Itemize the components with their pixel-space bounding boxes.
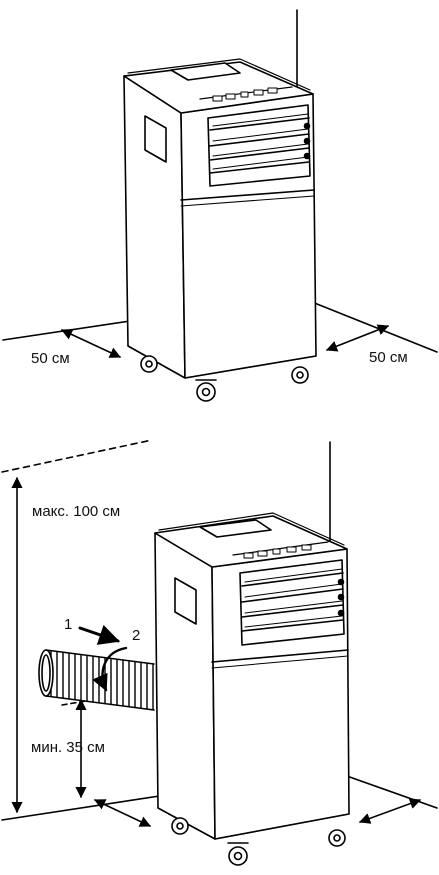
push-arrow-1 [78, 624, 120, 645]
right-floor-arrow [358, 798, 422, 824]
right-clearance-label: 50 см [369, 349, 408, 366]
air-conditioner-unit-bottom [154, 512, 350, 866]
rotate-arrow-2 [92, 646, 128, 692]
min-height-label: мин. 35 см [31, 739, 105, 756]
top-figure [2, 9, 438, 402]
exhaust-hose [38, 649, 155, 711]
left-floor-arrow [93, 799, 152, 827]
step-1-label: 1 [64, 616, 72, 633]
ceiling-dashed-line [1, 439, 153, 473]
step-2-label: 2 [132, 627, 140, 644]
left-clearance-label: 50 см [31, 350, 70, 367]
right-clearance-arrow [325, 324, 390, 352]
air-conditioner-unit-top [123, 58, 317, 402]
max-height-label: макс. 100 см [32, 503, 120, 520]
bottom-figure [1, 439, 438, 866]
left-clearance-arrow [60, 329, 122, 358]
floor-line-right [296, 295, 438, 353]
